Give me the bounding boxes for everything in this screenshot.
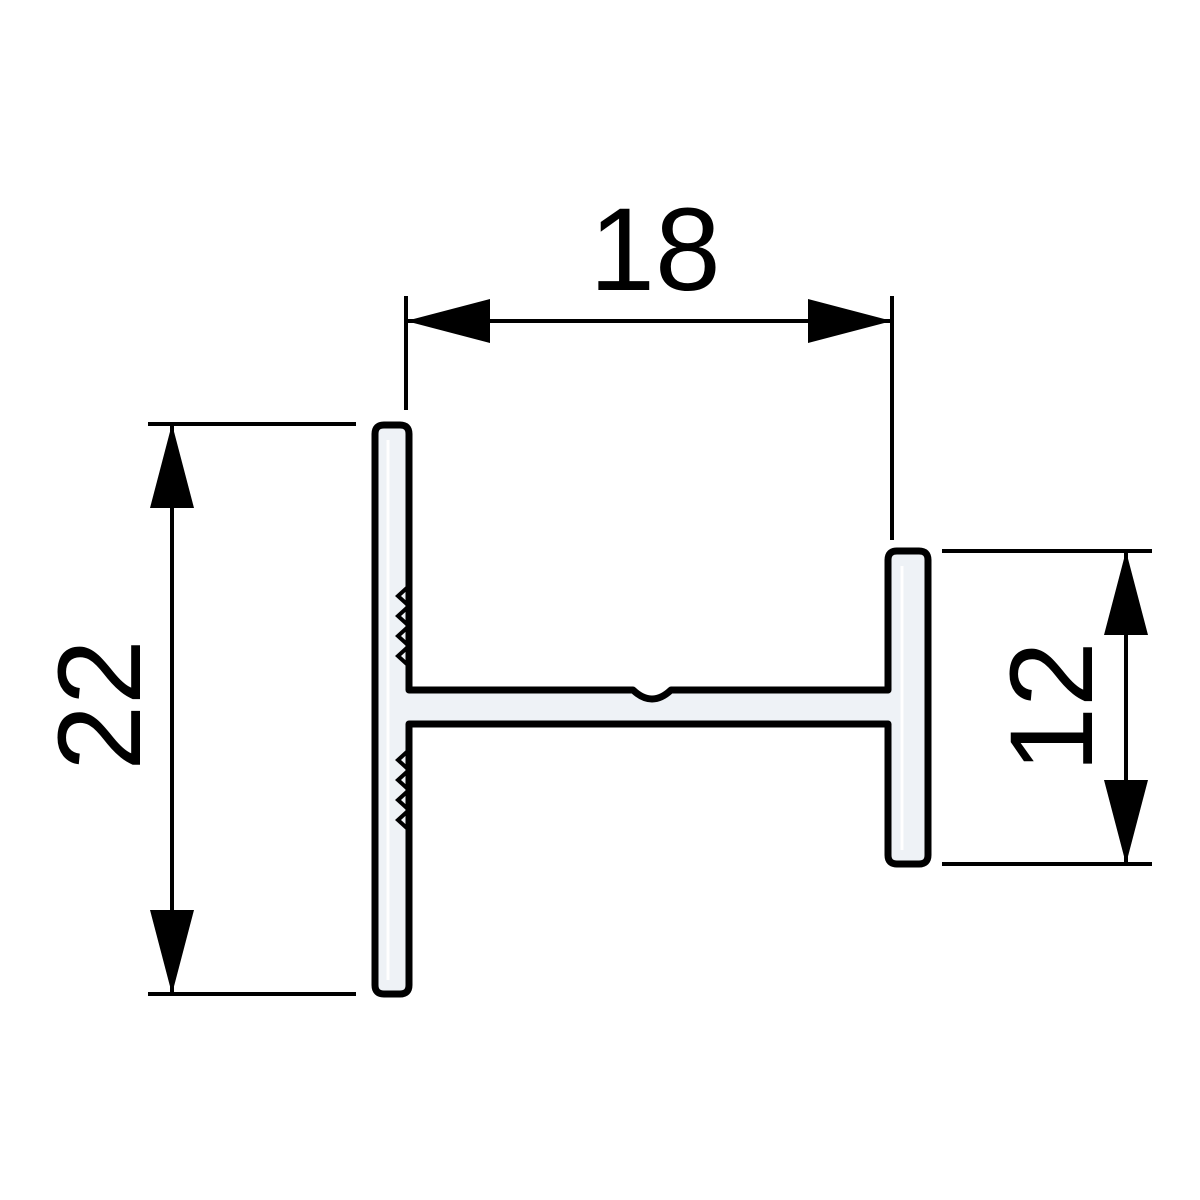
left-height-dimension-label: 22: [34, 639, 166, 770]
right-height-dimension-label: 12: [986, 641, 1118, 772]
width-dimension-label: 18: [589, 184, 720, 316]
right-dimension: 12: [942, 549, 1152, 866]
h-profile: [371, 421, 932, 998]
top-dimension: 18: [404, 184, 894, 540]
upper-serration: [395, 584, 412, 668]
profile-outline: [371, 421, 932, 998]
lower-serration: [395, 748, 412, 832]
left-dimension: 22: [34, 422, 356, 996]
